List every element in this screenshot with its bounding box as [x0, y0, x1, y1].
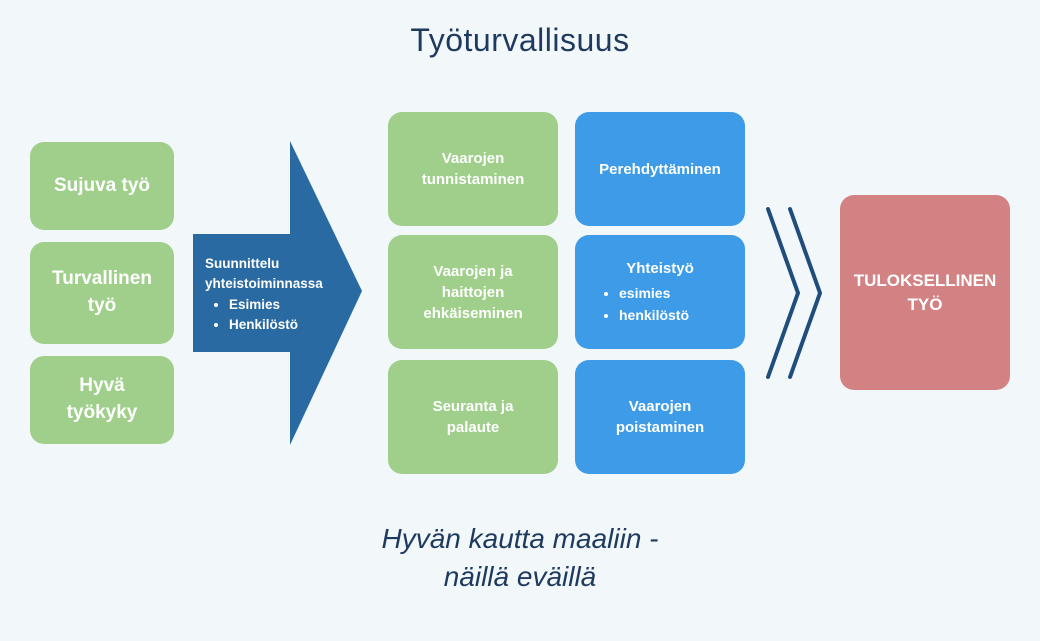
- box-vaarojen-ehkaiseminen: Vaarojen ja haittojen ehkäiseminen: [388, 235, 558, 349]
- arrow-list: Esimies Henkilöstö: [205, 295, 340, 336]
- double-chevron-icon: [766, 207, 823, 379]
- tagline-line: näillä eväillä: [443, 560, 597, 592]
- planning-arrow-text: Suunnittelu yhteistoiminnassa Esimies He…: [205, 254, 340, 335]
- box-turvallinen-tyo: Turvallinen työ: [30, 242, 174, 344]
- box-label: Vaarojen ja haittojen ehkäiseminen: [423, 262, 523, 322]
- arrow-heading: Suunnittelu yhteistoiminnassa: [205, 256, 323, 292]
- yhteistyo-list: esimies henkilöstö: [601, 283, 689, 326]
- box-label: Hyvä työkyky: [66, 375, 138, 423]
- box-vaarojen-poistaminen: Vaarojen poistaminen: [575, 360, 745, 474]
- box-label: Perehdyttäminen: [599, 160, 721, 178]
- box-yhteistyo: Yhteistyö esimies henkilöstö: [575, 235, 745, 349]
- box-hyva-tyokyky: Hyvä työkyky: [30, 356, 174, 444]
- box-label: TULOKSELLINEN TYÖ: [853, 270, 997, 314]
- arrow-list-item: Esimies: [229, 295, 340, 315]
- box-heading: Yhteistyö: [626, 259, 694, 277]
- tagline: Hyvän kautta maaliin - näillä eväillä: [0, 520, 1040, 596]
- box-seuranta-palaute: Seuranta ja palaute: [388, 360, 558, 474]
- box-label: Vaarojen tunnistaminen: [421, 150, 525, 188]
- tagline-line: Hyvän kautta maaliin -: [381, 523, 659, 554]
- diagram-title: Työturvallisuus: [410, 22, 630, 58]
- box-label: Turvallinen työ: [52, 268, 152, 316]
- planning-arrow: [193, 141, 362, 445]
- box-tuloksellinen-tyo: TULOKSELLINEN TYÖ: [840, 195, 1010, 390]
- yhteistyo-list-item: henkilöstö: [619, 305, 689, 327]
- box-vaarojen-tunnistaminen: Vaarojen tunnistaminen: [388, 112, 558, 226]
- arrow-list-item: Henkilöstö: [229, 315, 340, 335]
- box-label: Sujuva työ: [53, 174, 151, 196]
- box-perehdyttaminen: Perehdyttäminen: [575, 112, 745, 226]
- box-sujuva-tyo: Sujuva työ: [30, 142, 174, 230]
- box-label: Seuranta ja palaute: [432, 398, 514, 436]
- yhteistyo-list-item: esimies: [619, 283, 689, 305]
- box-label: Vaarojen poistaminen: [615, 398, 705, 436]
